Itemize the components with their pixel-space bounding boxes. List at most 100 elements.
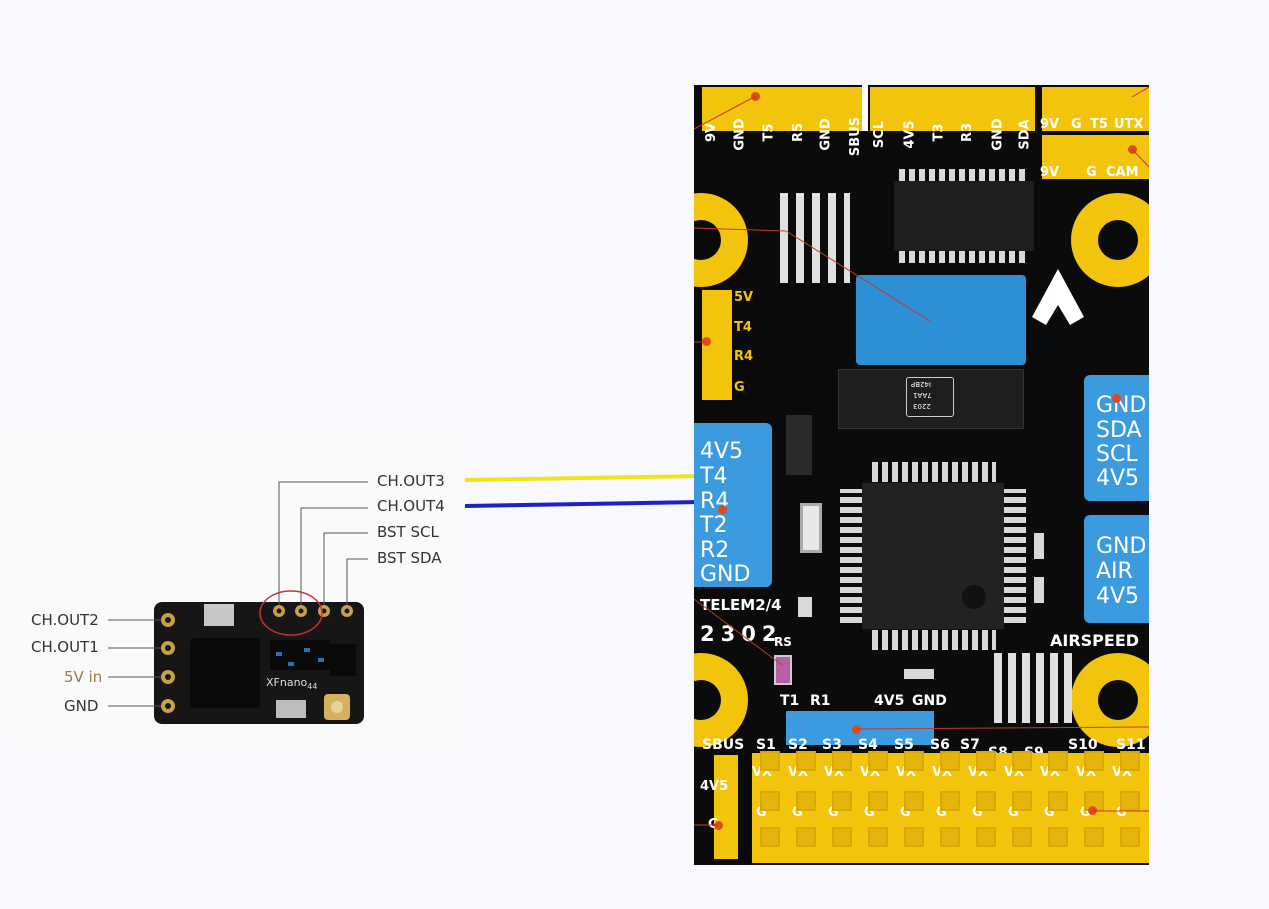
servo-pin [868, 751, 888, 771]
i2c-scl: SCL [1096, 442, 1138, 467]
servo-pin [868, 791, 888, 811]
telem-t4: T4 [700, 464, 728, 489]
pin-t1: T1 [780, 693, 800, 709]
label-ch-out2: CH.OUT2 [31, 611, 99, 629]
label-5v-in: 5V in [64, 668, 103, 686]
servo-pin [940, 791, 960, 811]
servo-pin [976, 827, 996, 847]
servo-pin [904, 751, 924, 771]
wire-dot-left [702, 337, 711, 346]
air-4v5: 4V5 [1096, 584, 1140, 609]
smd-2 [1034, 533, 1044, 559]
ic-upper [894, 181, 1034, 251]
receiver-photo [8, 430, 463, 743]
pin-r4-small: R4 [734, 349, 754, 364]
mcu-pins-left [840, 489, 862, 623]
airspeed-connector [1084, 515, 1149, 623]
servo-pin [796, 827, 816, 847]
wire-dot-i2c [1112, 394, 1121, 403]
pin-4v5-mid: 4V5 [874, 693, 905, 709]
receiver-brand-suffix: 44 [307, 682, 318, 692]
servo-g-label: G [792, 805, 803, 820]
servo-pin [796, 791, 816, 811]
servo-pin [1012, 751, 1032, 771]
air-gnd: GND [1096, 534, 1147, 559]
voltage-regulator [786, 415, 812, 475]
sbus-column [714, 755, 738, 859]
servo-pin [832, 751, 852, 771]
pin-9v-r2: 9V [1040, 165, 1060, 180]
servo-pin [1048, 827, 1068, 847]
connector-pins-upper-left [780, 193, 850, 283]
servo-pin [1048, 791, 1068, 811]
receiver-board-illustration [108, 481, 368, 724]
receiver-crystal [204, 604, 234, 626]
telem-t2: T2 [700, 513, 728, 538]
wire-blue [464, 500, 701, 508]
servo-pin [904, 791, 924, 811]
ic-upper-pins-top [899, 169, 1029, 181]
label-bst-scl: BST SCL [377, 523, 439, 541]
airspeed-title: AIRSPEED [1050, 631, 1140, 650]
board-model: 2302 [700, 622, 783, 646]
receiver-mcu [190, 638, 260, 708]
servo-g-label: G [972, 805, 983, 820]
servo-s4: S4 [858, 737, 878, 753]
top-header-a [702, 87, 864, 131]
brand-logo-icon [1032, 269, 1084, 325]
servo-s6: S6 [930, 737, 950, 753]
receiver-brand-text: XFnano [266, 676, 308, 689]
servo-pin [1084, 827, 1104, 847]
label-ch-out4: CH.OUT4 [377, 497, 445, 515]
telem-4v5: 4V5 [700, 439, 744, 464]
pin-gnd-mid: GND [912, 693, 947, 709]
servo-g-label: G [1080, 805, 1091, 820]
guide-lines [694, 86, 1149, 826]
servo-s2: S2 [788, 737, 808, 753]
ic-upper-pins-bottom [899, 251, 1029, 263]
mounting-hole-br [1071, 653, 1149, 747]
barometer-foam [856, 275, 1026, 365]
servo-pin [1120, 791, 1140, 811]
i2c-sda: SDA [1096, 418, 1142, 443]
label-ch-out3: CH.OUT3 [377, 472, 445, 490]
servo-pin [832, 827, 852, 847]
servo-pin [760, 791, 780, 811]
servo-s7: S7 [960, 737, 980, 753]
servo-pin [760, 751, 780, 771]
pin-g-r1: G [1071, 117, 1082, 132]
wire-dot-telem [718, 505, 727, 514]
mcu-pins-top [872, 462, 996, 482]
servo-pin [940, 751, 960, 771]
pin-t4-small: T4 [734, 320, 752, 335]
pin-g-small: G [734, 380, 745, 395]
servo-g-label: G [936, 805, 947, 820]
servo-pin [976, 791, 996, 811]
highlight-circle [259, 590, 323, 636]
servo-s3: S3 [822, 737, 842, 753]
pin-cam: CAM [1106, 165, 1139, 180]
top-header-b [870, 87, 1035, 131]
label-gnd: GND [64, 697, 99, 715]
mounting-hole-tr [1071, 193, 1149, 287]
servo-pin [796, 751, 816, 771]
servo-pin [1012, 791, 1032, 811]
smd-1 [798, 597, 812, 617]
mcu-pins-right [1004, 489, 1026, 623]
servo-s11: S11 [1116, 737, 1146, 753]
servo-pin [832, 791, 852, 811]
header-divider [862, 85, 868, 131]
servo-pin [1084, 791, 1104, 811]
pin-9v-r1: 9V [1040, 117, 1060, 132]
servo-pin [1048, 751, 1068, 771]
telem-gnd: GND [700, 562, 751, 587]
servo-pin [1120, 751, 1140, 771]
label-bst-sda: BST SDA [377, 549, 442, 567]
servo-g-label: G [756, 805, 767, 820]
receiver-switch [276, 700, 306, 718]
servo-pin [1084, 751, 1104, 771]
label-ch-out1: CH.OUT1 [31, 638, 99, 656]
servo-pin [940, 827, 960, 847]
